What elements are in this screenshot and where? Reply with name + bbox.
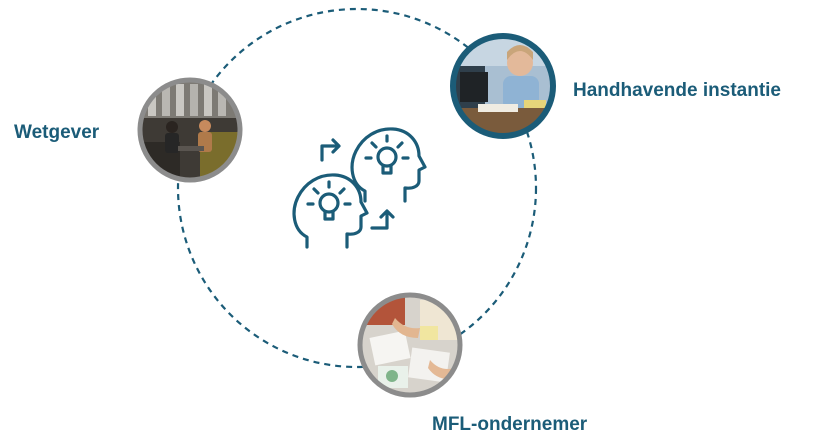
handhavende-instantie-photo: [450, 33, 556, 139]
role-label-wetgever: Wetgever: [14, 122, 100, 143]
role-label-handhavende-instantie: Handhavende instantie: [573, 80, 781, 101]
role-label-mfl-ondernemer: MFL-ondernemer: [432, 414, 588, 435]
wetgever-photo: [137, 77, 243, 183]
dashed-cycle-ring: [176, 7, 538, 369]
mfl-ondernemer-photo: [357, 292, 463, 398]
two-heads-idea-exchange-icon: [292, 127, 427, 249]
